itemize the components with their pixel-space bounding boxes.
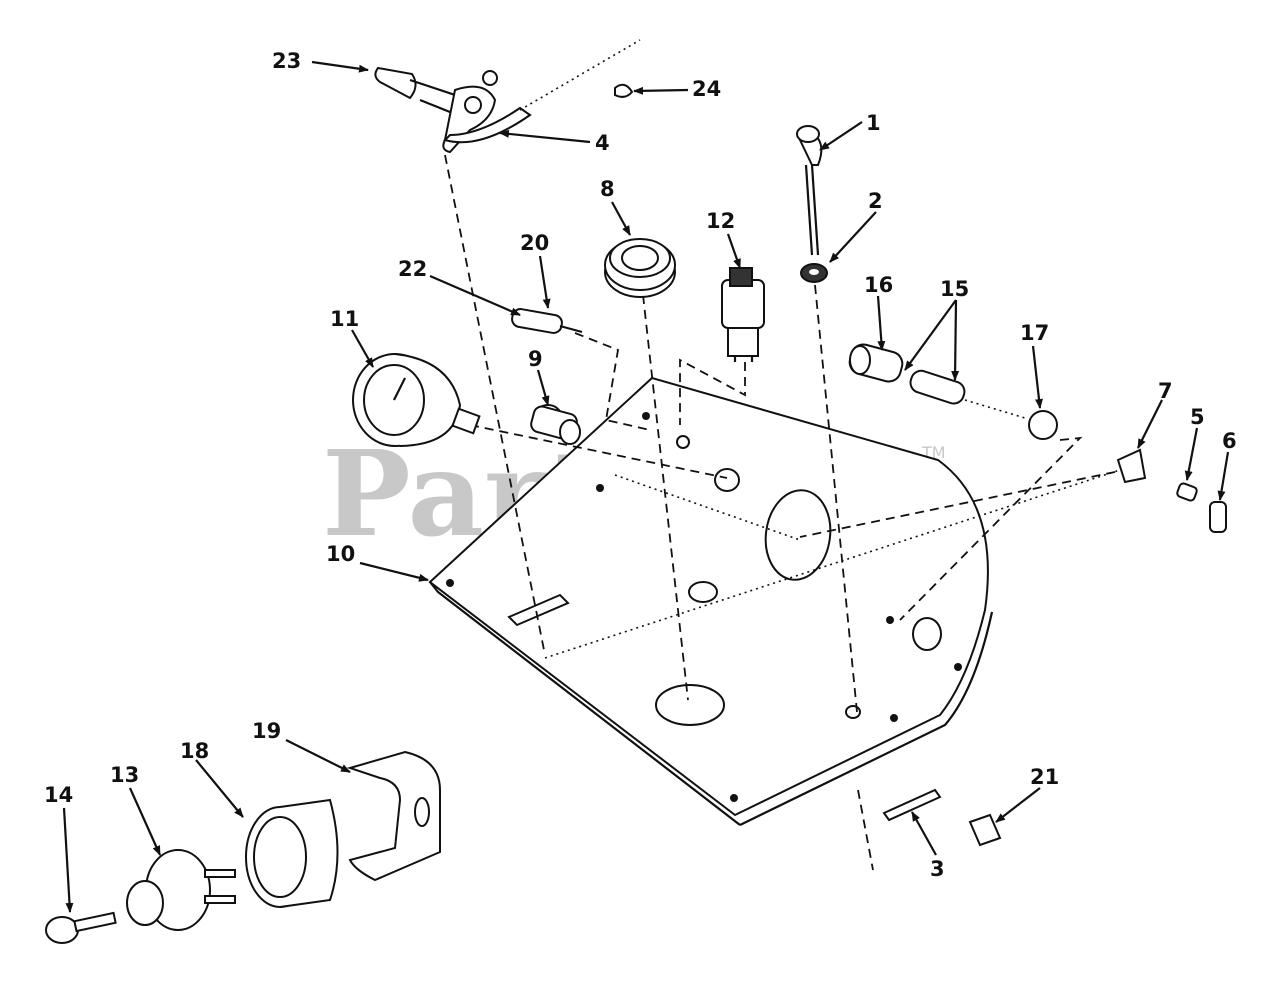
callout-6: 6	[1222, 429, 1237, 453]
callout-22: 22	[398, 257, 427, 281]
callout-1: 1	[866, 111, 881, 135]
housing-part	[346, 750, 441, 882]
callout-4: 4	[595, 131, 610, 155]
choke-knob-part	[796, 125, 823, 256]
callout-5: 5	[1190, 405, 1205, 429]
screw-part	[1176, 482, 1198, 502]
switch-part	[721, 267, 765, 362]
callout-2: 2	[868, 189, 883, 213]
callout-3: 3	[930, 857, 945, 881]
bolt-part	[882, 788, 942, 822]
light-socket-part	[511, 308, 583, 334]
callout-7: 7	[1158, 379, 1173, 403]
callout-12: 12	[706, 209, 735, 233]
alignment-lines	[444, 154, 1121, 871]
callout-numbers: 23 24 4 1 2 8 12 20 22 11 9 16 15 17 7 5…	[44, 49, 1237, 881]
callout-15: 15	[940, 277, 969, 301]
leader-arrows	[62, 60, 1230, 913]
callout-23: 23	[272, 49, 301, 73]
callout-20: 20	[520, 231, 549, 255]
callout-24: 24	[692, 77, 721, 101]
callout-16: 16	[864, 273, 893, 297]
callout-9: 9	[528, 347, 543, 371]
bezel-ring-part	[245, 798, 339, 908]
cable-clip-part	[614, 83, 634, 98]
gauge-part	[352, 353, 481, 447]
callout-13: 13	[110, 763, 139, 787]
callout-8: 8	[600, 177, 615, 201]
clip-part	[1209, 501, 1227, 533]
bracket-part	[1116, 448, 1147, 484]
ignition-switch-part	[126, 849, 236, 931]
key-part	[45, 911, 117, 944]
callout-19: 19	[252, 719, 281, 743]
grommet-part	[604, 238, 676, 298]
callout-11: 11	[330, 307, 359, 331]
headlight-assembly	[848, 343, 1058, 440]
throttle-control-assembly	[374, 39, 641, 154]
dash-panel	[428, 376, 994, 826]
callout-18: 18	[180, 739, 209, 763]
callout-21: 21	[1030, 765, 1059, 789]
callout-14: 14	[44, 783, 73, 807]
callout-10: 10	[326, 542, 355, 566]
retainer-clip-part	[968, 813, 1002, 847]
callout-17: 17	[1020, 321, 1049, 345]
bushing-part	[530, 404, 581, 445]
nut-part	[800, 263, 828, 283]
